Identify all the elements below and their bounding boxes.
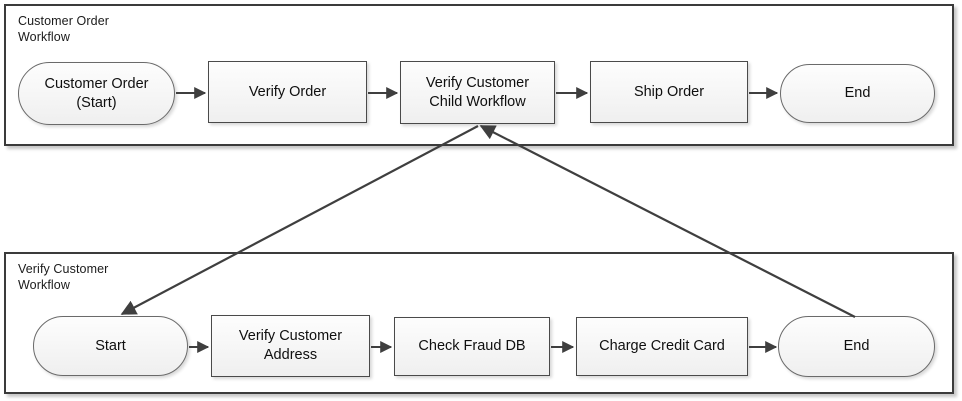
node-charge-credit-card-label: Charge Credit Card [599,338,725,354]
node-customer-order-end-label: End [844,85,871,101]
node-ship-order[interactable]: Ship Order [590,61,748,123]
node-check-fraud-db[interactable]: Check Fraud DB [394,317,550,376]
container-verify-customer-workflow-label: Verify Customer Workflow [18,262,109,292]
node-verify-order-label: Verify Order [248,83,327,100]
node-verify-order[interactable]: Verify Order [208,61,367,123]
node-verify-customer-address[interactable]: Verify Customer Address [211,315,370,377]
node-verify-customer-end-label: End [843,338,870,354]
node-verify-customer-start-label: Start [95,337,126,354]
node-verify-customer-child-workflow[interactable]: Verify Customer Child Workflow [400,61,555,124]
node-customer-order-start-label: Customer Order (Start) [44,75,149,111]
node-verify-customer-start[interactable]: Start [33,316,188,376]
node-verify-customer-end[interactable]: End [778,316,935,377]
node-verify-customer-child-workflow-label: Verify Customer Child Workflow [425,74,530,110]
node-ship-order-label: Ship Order [633,83,705,100]
node-customer-order-start[interactable]: Customer Order (Start) [18,62,175,125]
node-check-fraud-db-label: Check Fraud DB [418,338,526,354]
node-verify-customer-address-label: Verify Customer Address [238,328,343,363]
node-customer-order-end[interactable]: End [780,64,935,123]
node-charge-credit-card[interactable]: Charge Credit Card [576,317,748,376]
container-customer-order-workflow-label: Customer Order Workflow [18,14,110,44]
